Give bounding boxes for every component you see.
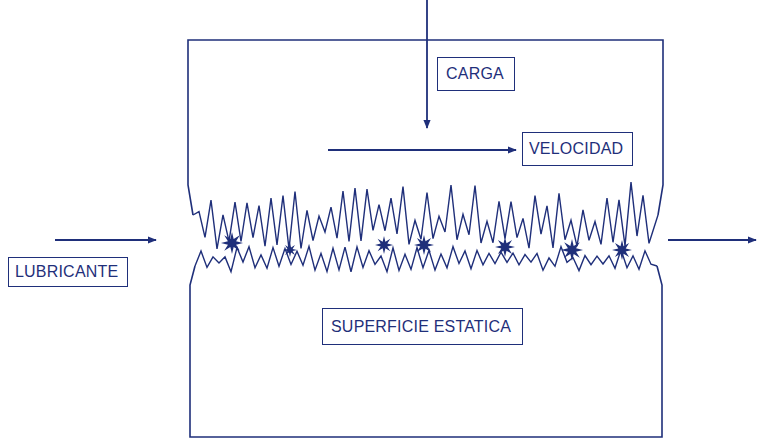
contact-point	[414, 235, 434, 255]
static-surface-label-box: SUPERFICIE ESTATICA	[322, 308, 523, 345]
contact-point	[221, 232, 243, 254]
load-label-box: CARGA	[437, 57, 515, 91]
static-block-outline	[190, 266, 662, 437]
label-text: LUBRICANTE	[15, 263, 118, 281]
contact-point	[375, 236, 393, 254]
moving-block-outline	[188, 40, 663, 215]
load-arrow	[426, 0, 428, 128]
velocity-arrow	[328, 149, 516, 151]
label-text: VELOCIDAD	[529, 140, 623, 158]
contact-point	[283, 243, 297, 257]
label-text: SUPERFICIE ESTATICA	[331, 318, 511, 336]
lubricant-outlet-arrow	[668, 239, 756, 241]
contact-points	[221, 232, 632, 261]
lubricant-inlet-arrow	[55, 239, 156, 241]
rough-surface-upper	[193, 182, 658, 249]
contact-point	[612, 240, 632, 260]
label-text: CARGA	[446, 65, 504, 83]
rough-surface-lower	[195, 246, 657, 271]
contact-point	[495, 237, 515, 257]
velocity-label-box: VELOCIDAD	[522, 132, 633, 166]
lubricant-label-box: LUBRICANTE	[8, 257, 128, 287]
contact-point	[561, 239, 583, 261]
